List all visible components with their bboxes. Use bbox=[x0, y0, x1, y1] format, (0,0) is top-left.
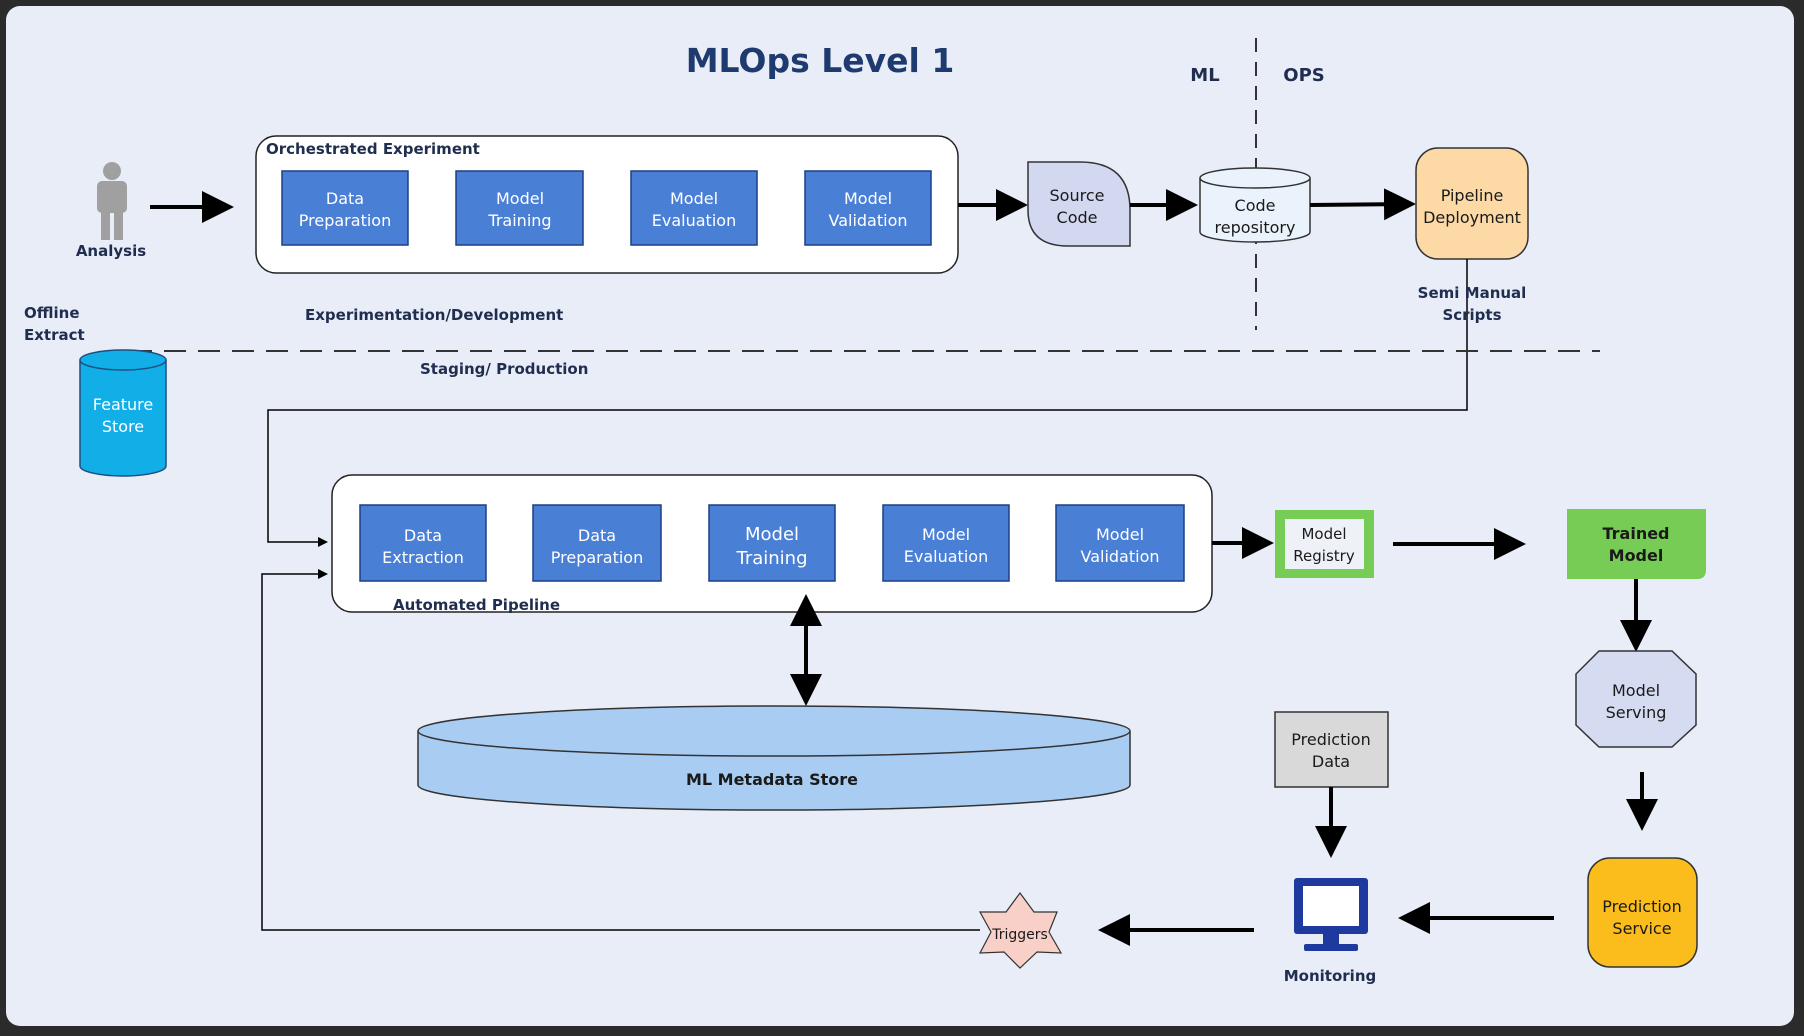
step-line: Extraction bbox=[382, 548, 464, 567]
prediction-data-line: Prediction bbox=[1291, 730, 1370, 749]
source-code-line: Source bbox=[1050, 186, 1105, 205]
step-line: Data bbox=[326, 189, 364, 208]
model-registry-node: Model Registry bbox=[1275, 510, 1374, 578]
pipeline-deployment-line: Deployment bbox=[1423, 208, 1521, 227]
orchestrated-experiment-label: Orchestrated Experiment bbox=[266, 140, 480, 158]
step-line: Model bbox=[844, 189, 892, 208]
pipeline-deployment-line: Pipeline bbox=[1441, 186, 1504, 205]
pipeline-deployment-node: Pipeline Deployment bbox=[1415, 147, 1529, 260]
semi-manual-label: Semi Manual bbox=[1418, 284, 1527, 302]
trained-model-line: Model bbox=[1609, 546, 1664, 565]
ml-label: ML bbox=[1190, 65, 1219, 86]
step-line: Evaluation bbox=[652, 211, 736, 230]
step-line: Validation bbox=[1080, 547, 1159, 566]
experiment-step-model-evaluation: Model Evaluation bbox=[630, 170, 758, 246]
feature-store-node: Feature Store bbox=[79, 349, 167, 477]
code-repository-node: Code repository bbox=[1199, 167, 1311, 243]
experiment-step-model-validation: Model Validation bbox=[804, 170, 932, 246]
pipeline-step-model-validation: Model Validation bbox=[1055, 504, 1185, 582]
model-serving-line: Model bbox=[1612, 681, 1660, 700]
prediction-data-node: Prediction Data bbox=[1274, 711, 1389, 788]
step-line: Model bbox=[745, 524, 799, 545]
step-line: Model bbox=[670, 189, 718, 208]
offline-extract-label: Extract bbox=[24, 326, 85, 344]
step-line: Preparation bbox=[551, 548, 643, 567]
prediction-service-node: Prediction Service bbox=[1587, 857, 1698, 968]
experiment-step-model-training: Model Training bbox=[455, 170, 584, 246]
pipeline-step-data-extraction: Data Extraction bbox=[359, 504, 487, 582]
monitoring-label: Monitoring bbox=[1284, 967, 1376, 985]
trained-model-node: Trained Model bbox=[1567, 509, 1706, 579]
metadata-store-label: ML Metadata Store bbox=[686, 770, 858, 789]
step-line: Validation bbox=[828, 211, 907, 230]
pipeline-step-model-evaluation: Model Evaluation bbox=[882, 504, 1010, 582]
step-line: Data bbox=[404, 526, 442, 545]
model-registry-line: Model bbox=[1301, 525, 1346, 543]
step-line: Preparation bbox=[299, 211, 391, 230]
offline-extract-label: Offline bbox=[24, 304, 80, 322]
experiment-step-data-preparation: Data Preparation bbox=[281, 170, 409, 246]
prediction-service-line: Service bbox=[1612, 919, 1671, 938]
pipeline-step-data-preparation: Data Preparation bbox=[532, 504, 662, 582]
step-line: Training bbox=[735, 548, 807, 569]
analysis-label: Analysis bbox=[76, 242, 146, 260]
repo-to-deployment-arrow bbox=[1309, 188, 1416, 221]
model-serving-node: Model Serving bbox=[1575, 650, 1697, 748]
prediction-service-line: Prediction bbox=[1602, 897, 1681, 916]
step-line: Training bbox=[487, 211, 551, 230]
person-icon bbox=[97, 162, 127, 240]
feature-store-line: Store bbox=[102, 417, 144, 436]
trained-model-line: Trained bbox=[1602, 524, 1669, 543]
monitor-icon bbox=[1294, 878, 1368, 951]
step-line: Evaluation bbox=[904, 547, 988, 566]
source-code-node: Source Code bbox=[1027, 161, 1131, 247]
source-code-line: Code bbox=[1057, 208, 1098, 227]
step-line: Data bbox=[578, 526, 616, 545]
deployment-connector bbox=[267, 259, 1468, 547]
code-repository-line: Code bbox=[1235, 196, 1276, 215]
semi-manual-label: Scripts bbox=[1442, 306, 1501, 324]
pipeline-step-model-training: Model Training bbox=[708, 504, 836, 582]
feature-store-line: Feature bbox=[93, 395, 153, 414]
diagram-title: MLOps Level 1 bbox=[686, 41, 955, 80]
experimentation-label: Experimentation/Development bbox=[305, 306, 563, 324]
model-registry-line: Registry bbox=[1293, 547, 1355, 565]
staging-label: Staging/ Production bbox=[420, 360, 588, 378]
step-line: Model bbox=[496, 189, 544, 208]
prediction-data-line: Data bbox=[1312, 752, 1350, 771]
triggers-feedback-connector bbox=[261, 569, 980, 931]
model-serving-line: Serving bbox=[1606, 703, 1667, 722]
code-repository-line: repository bbox=[1215, 218, 1296, 237]
ml-metadata-store-node: ML Metadata Store bbox=[417, 705, 1131, 811]
step-line: Model bbox=[922, 525, 970, 544]
triggers-node: Triggers bbox=[978, 891, 1063, 969]
ops-label: OPS bbox=[1283, 65, 1324, 86]
triggers-label: Triggers bbox=[991, 927, 1048, 943]
step-line: Model bbox=[1096, 525, 1144, 544]
automated-pipeline-label: Automated Pipeline bbox=[393, 596, 560, 614]
